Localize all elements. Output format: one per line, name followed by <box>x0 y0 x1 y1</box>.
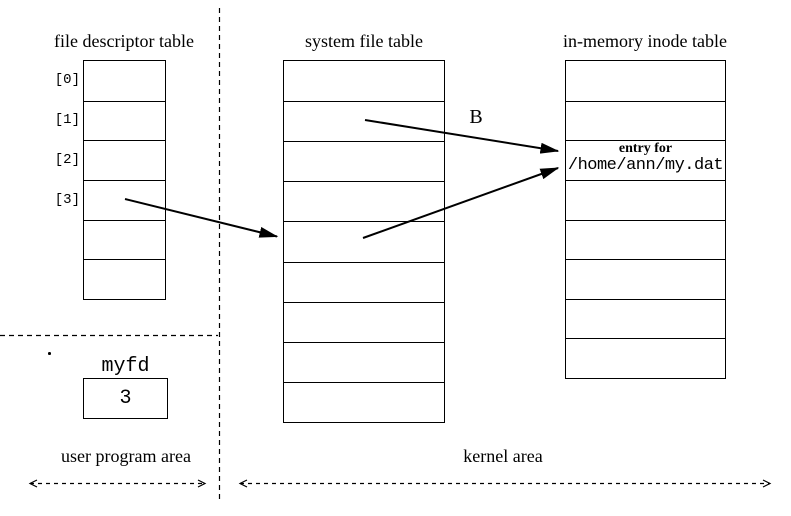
table-row <box>84 219 165 260</box>
stray-dot <box>48 352 51 355</box>
table-row <box>284 301 444 342</box>
table-row <box>284 181 444 221</box>
kernel-area-label: kernel area <box>463 446 543 466</box>
fd-slot-label-1: [1] <box>54 112 80 128</box>
table-row <box>284 61 444 101</box>
table-row <box>566 61 725 101</box>
fd-slot-label-2: [2] <box>54 152 80 168</box>
table-row <box>84 100 165 141</box>
fd-slot-label-3: [3] <box>54 192 80 208</box>
system-file-table <box>283 60 445 423</box>
myfd-label: myfd <box>101 355 150 378</box>
inode-entry-cell: entry for /home/ann/my.dat <box>566 139 725 178</box>
arrow-b-label: B <box>469 106 483 128</box>
table-row <box>84 61 165 101</box>
table-row <box>284 101 444 141</box>
inode-entry-path: /home/ann/my.dat <box>567 155 724 175</box>
table-row <box>84 180 165 220</box>
fd-table-title: file descriptor table <box>54 31 194 51</box>
table-row <box>566 219 725 260</box>
fd-slot-label-0: [0] <box>54 72 80 88</box>
table-row <box>566 100 725 141</box>
table-row <box>284 221 444 261</box>
table-row <box>284 141 444 181</box>
table-row <box>284 341 444 382</box>
table-row <box>84 259 165 299</box>
inode-entry-caption: entry for <box>618 141 673 157</box>
table-row <box>284 381 444 422</box>
table-row <box>84 140 165 180</box>
table-row <box>566 140 725 180</box>
table-row <box>566 179 725 220</box>
file-descriptor-table <box>83 60 166 300</box>
table-row <box>566 259 725 299</box>
system-file-table-title: system file table <box>305 31 423 51</box>
myfd-value: 3 <box>119 387 132 410</box>
table-row <box>284 261 444 302</box>
in-memory-inode-table <box>565 60 726 379</box>
table-row <box>566 338 725 378</box>
user-program-area-label: user program area <box>61 446 191 466</box>
table-row <box>566 298 725 339</box>
inode-table-title: in-memory inode table <box>563 31 727 51</box>
myfd-box: 3 <box>83 378 168 419</box>
